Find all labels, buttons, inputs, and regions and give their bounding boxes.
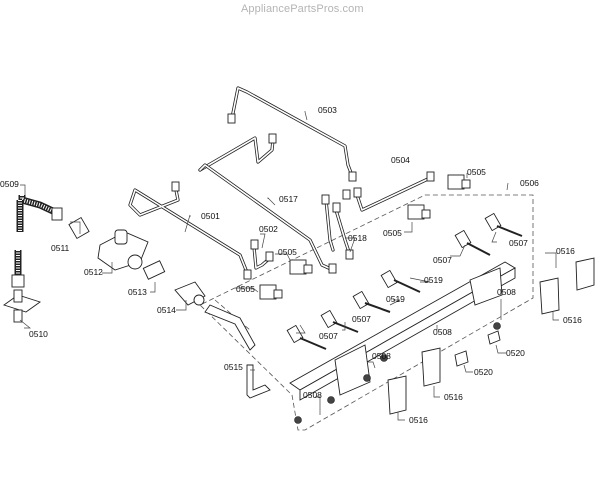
callout-0507-mid[interactable]: 0507 [433,255,452,265]
gas-pipe-0503 [198,86,355,180]
nut-0508-set [294,322,501,424]
manifold-rail [289,261,516,401]
callout-0516-right[interactable]: 0516 [563,315,582,325]
callout-0505-mid[interactable]: 0505 [383,228,402,238]
callout-0519-upper[interactable]: 0519 [424,275,443,285]
callout-0507-right[interactable]: 0507 [509,238,528,248]
callout-0520-left[interactable]: 0520 [474,367,493,377]
switch-0516-set [387,257,595,415]
callout-0507-center[interactable]: 0507 [352,314,371,324]
callout-0516-low[interactable]: 0516 [409,415,428,425]
callout-0505-top[interactable]: 0505 [467,167,486,177]
fitting-0513 [142,260,166,280]
watermark: AppliancePartsPros.com [241,3,364,15]
callout-0520-right[interactable]: 0520 [506,348,525,358]
callout-0502[interactable]: 0502 [259,224,278,234]
callout-0508-right[interactable]: 0508 [497,287,516,297]
callout-0501[interactable]: 0501 [201,211,220,221]
fitting-0511 [68,216,90,240]
gas-pipe-0501 [128,188,250,277]
assembly-outline-0506 [199,194,534,431]
bracket-0515 [204,304,271,399]
callout-0516-mid[interactable]: 0516 [444,392,463,402]
callout-0509[interactable]: 0509 [0,179,19,189]
callout-0503[interactable]: 0503 [318,105,337,115]
callout-0505-left[interactable]: 0505 [278,247,297,257]
gas-pipe-0502 [252,245,272,270]
callout-0519-lower[interactable]: 0519 [386,294,405,304]
leader-lines [19,111,559,421]
valve-0505-set [259,174,471,300]
callout-0506[interactable]: 0506 [520,178,539,188]
callout-0508-center[interactable]: 0508 [372,351,391,361]
fitting-0514 [174,281,206,306]
callout-0508-left[interactable]: 0508 [303,390,322,400]
callout-0507-left[interactable]: 0507 [319,331,338,341]
gas-pipe-0517 [198,163,335,272]
clip-0520-set [454,330,501,367]
pipe-fittings [171,113,435,280]
bracket-0510 [3,289,41,323]
callout-0505-low[interactable]: 0505 [236,284,255,294]
callout-0510[interactable]: 0510 [29,329,48,339]
callout-0504[interactable]: 0504 [391,155,410,165]
callout-0515[interactable]: 0515 [224,362,243,372]
burner-valves [286,212,523,350]
callout-0508-mid[interactable]: 0508 [433,327,452,337]
callout-0514[interactable]: 0514 [157,305,176,315]
callout-0512[interactable]: 0512 [84,267,103,277]
pressure-regulator-0512 [97,229,149,271]
callout-0518[interactable]: 0518 [348,233,367,243]
flex-hose-0509 [11,195,63,288]
callout-0517[interactable]: 0517 [279,194,298,204]
callout-0516-top-right[interactable]: 0516 [556,246,575,256]
callout-labels: 0509 0511 0512 0510 0513 0514 0501 0517 … [0,105,582,425]
callout-0511[interactable]: 0511 [51,243,70,253]
callout-0513[interactable]: 0513 [128,287,147,297]
